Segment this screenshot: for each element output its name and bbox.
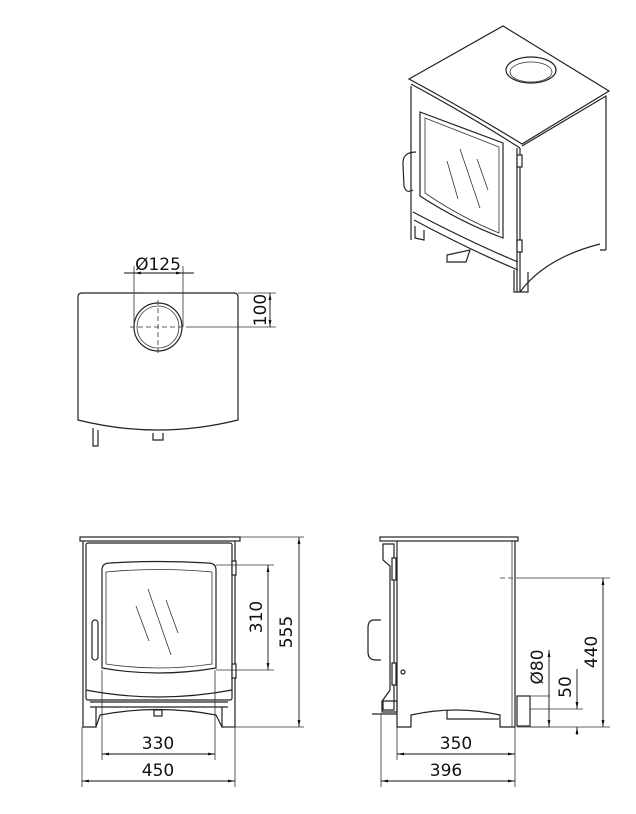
top-outline <box>77 292 239 431</box>
side-body <box>396 541 516 728</box>
dim-flue-offset: 100 <box>251 294 271 326</box>
door-handle <box>91 619 99 661</box>
dim-outlet-offset: 50 <box>556 676 576 698</box>
isometric-view <box>402 25 611 293</box>
side-door <box>382 543 395 711</box>
dim-overall-depth: 396 <box>430 761 462 781</box>
outlet-pipe <box>516 695 531 727</box>
front-face <box>410 86 521 292</box>
dim-front-height: 555 <box>277 616 297 648</box>
door-glass-frame <box>419 111 504 239</box>
dim-glass-width: 330 <box>142 734 174 754</box>
stove-top-plate <box>407 25 611 145</box>
front-view: 555 310 330 450 <box>79 536 304 787</box>
glass-reflection-icon <box>446 148 489 209</box>
top-view: Ø125 100 <box>77 255 276 447</box>
side-top-plate <box>379 536 519 542</box>
side-view: 440 Ø80 50 350 396 <box>367 536 610 787</box>
dim-glass-height: 310 <box>247 601 267 633</box>
flue-collar <box>505 56 557 84</box>
dim-front-width: 450 <box>142 761 174 781</box>
dim-flue-diameter: Ø125 <box>135 255 181 275</box>
door-handle <box>367 619 381 661</box>
side-face <box>519 94 607 293</box>
dim-body-depth: 350 <box>440 734 472 754</box>
dim-outlet-diameter: Ø80 <box>528 649 548 684</box>
front-glass <box>101 560 217 674</box>
glass-reflection-icon <box>135 588 179 656</box>
door-handle <box>402 151 417 192</box>
front-top-plate <box>79 536 241 542</box>
dim-outlet-height: 440 <box>582 636 602 668</box>
